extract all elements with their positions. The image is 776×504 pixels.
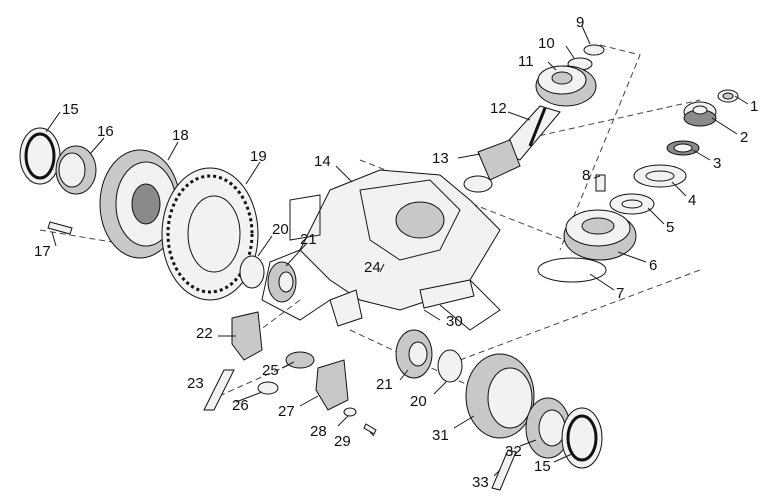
part-12-pinion-shaft: [499, 105, 561, 161]
callout-24: 24: [364, 259, 381, 276]
part-26-washer: [257, 381, 279, 395]
callout-15-right: 15: [534, 458, 551, 475]
callout-23: 23: [187, 375, 204, 392]
callout-20-left: 20: [272, 221, 289, 238]
callout-6: 6: [649, 257, 657, 274]
callout-18: 18: [172, 127, 189, 144]
part-15-left-bearing: [19, 127, 61, 185]
part-21-side-gear-right: [395, 329, 433, 379]
part-27-case-half: [315, 359, 349, 411]
part-11-bearing: [535, 65, 597, 107]
part-22-case-half: [231, 311, 263, 361]
callout-3: 3: [713, 155, 721, 172]
callout-25: 25: [262, 362, 279, 379]
part-18-diff-case: [99, 149, 181, 259]
callout-26: 26: [232, 397, 249, 414]
callout-20-right: 20: [410, 393, 427, 410]
part-9-washer: [583, 44, 605, 56]
callout-7: 7: [616, 285, 624, 302]
part-31-case: [465, 353, 535, 439]
callout-22: 22: [196, 325, 213, 342]
part-20-thrust-washer-right: [437, 349, 463, 383]
part-7-shim: [537, 257, 607, 283]
part-6-bearing-housing: [563, 209, 637, 261]
part-24-cross: [329, 289, 363, 327]
part-30-shaft: [419, 279, 475, 309]
callout-17: 17: [34, 243, 51, 260]
part-25-pinion: [285, 351, 315, 369]
part-20-thrust-washer-left: [239, 255, 265, 289]
part-15-right-bearing: [561, 407, 603, 469]
part-14-axle-housing: [261, 169, 501, 331]
part-19-ring-gear: [161, 167, 259, 301]
callout-29: 29: [334, 433, 351, 450]
part-1-nut: [717, 89, 739, 103]
callout-10: 10: [538, 35, 555, 52]
callout-30: 30: [446, 313, 463, 330]
callout-8: 8: [582, 167, 590, 184]
part-2-flange: [683, 101, 717, 127]
part-5-ring: [609, 193, 655, 215]
callout-2: 2: [740, 129, 748, 146]
part-33-bolt: [491, 449, 517, 491]
callout-19: 19: [250, 148, 267, 165]
part-21-side-gear-left: [267, 261, 297, 303]
callout-32: 32: [505, 443, 522, 460]
part-13-pinion-gear: [463, 139, 521, 193]
callout-15-left: 15: [62, 101, 79, 118]
part-16-bearing-cup: [55, 145, 97, 195]
callout-1: 1: [750, 98, 758, 115]
callout-labels: 1 2 3 4 5 6 7 8 9 10 11 12 13 14 15 15 1…: [34, 14, 758, 491]
part-3-seal: [666, 140, 700, 156]
callout-12: 12: [490, 100, 507, 117]
callout-21-right: 21: [376, 376, 393, 393]
part-29-bolt: [363, 423, 377, 435]
callout-16: 16: [97, 123, 114, 140]
callout-28: 28: [310, 423, 327, 440]
callout-9: 9: [576, 14, 584, 31]
callout-27: 27: [278, 403, 295, 420]
leader-lines: [45, 25, 749, 477]
part-8-bolt: [595, 174, 606, 192]
callout-11: 11: [518, 53, 534, 70]
callout-5: 5: [666, 219, 674, 236]
callout-33: 33: [472, 474, 489, 491]
callout-13: 13: [432, 150, 449, 167]
part-23-pin: [203, 369, 235, 411]
part-4-washer: [633, 164, 687, 188]
callout-31: 31: [432, 427, 449, 444]
callout-14: 14: [314, 153, 331, 170]
part-28-lock: [343, 407, 357, 417]
callout-4: 4: [688, 192, 696, 209]
callout-21-left: 21: [300, 231, 317, 248]
part-17-bolt: [47, 221, 73, 235]
